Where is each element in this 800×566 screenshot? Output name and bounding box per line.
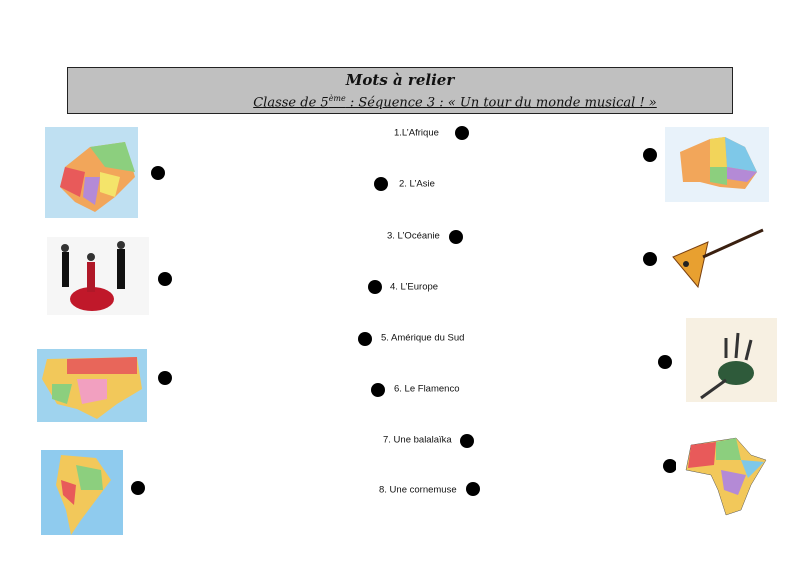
match-dot-amerique-du-sud[interactable] — [358, 332, 372, 346]
match-dot-asia-map[interactable] — [158, 371, 172, 385]
match-dot-cornemuse[interactable] — [466, 482, 480, 496]
match-dot-flamenco[interactable] — [371, 383, 385, 397]
australia-map — [665, 127, 769, 202]
item-label-balalaika: 7. Une balalaïka — [383, 434, 452, 446]
match-dot-oceanie[interactable] — [449, 230, 463, 244]
item-label-amerique-du-sud: 5. Amérique du Sud — [381, 332, 465, 344]
match-dot-afrique[interactable] — [455, 126, 469, 140]
match-dot-asie[interactable] — [374, 177, 388, 191]
europe-map — [45, 127, 138, 218]
item-label-flamenco: 6. Le Flamenco — [394, 383, 460, 395]
match-dot-south-america-map[interactable] — [131, 481, 145, 495]
bagpipe-diagram — [686, 318, 777, 402]
match-dot-bagpipe-diagram[interactable] — [658, 355, 672, 369]
flamenco-dancers-photo — [47, 237, 149, 315]
match-dot-balalaika-photo[interactable] — [643, 252, 657, 266]
match-dot-flamenco-photo[interactable] — [158, 272, 172, 286]
africa-map — [676, 430, 770, 518]
balalaika-photo — [668, 222, 768, 290]
worksheet-header: Mots à relier Classe de 5ème : Séquence … — [67, 67, 733, 114]
subtitle-class: Classe de 5 — [253, 95, 329, 111]
item-label-asie: 2. L’Asie — [399, 178, 435, 190]
item-label-afrique: 1.L’Afrique — [394, 127, 439, 139]
match-dot-balalaika[interactable] — [460, 434, 474, 448]
subtitle-sup: ème — [328, 94, 346, 103]
match-dot-europe[interactable] — [368, 280, 382, 294]
south-america-map — [41, 450, 123, 535]
item-label-europe: 4. L’Europe — [390, 281, 439, 293]
item-label-oceanie: 3. L’Océanie — [387, 230, 440, 242]
match-dot-africa-map[interactable] — [663, 459, 677, 473]
match-dot-australia-map[interactable] — [643, 148, 657, 162]
page-title: Mots à relier — [345, 71, 455, 89]
page-subtitle: Classe de 5ème : Séquence 3 : « Un tour … — [178, 94, 732, 110]
match-dot-europe-map[interactable] — [151, 166, 165, 180]
subtitle-sequence: : Séquence 3 : « Un tour du monde musica… — [345, 95, 657, 111]
item-label-cornemuse: 8. Une cornemuse — [379, 484, 457, 496]
asia-map — [37, 349, 147, 422]
